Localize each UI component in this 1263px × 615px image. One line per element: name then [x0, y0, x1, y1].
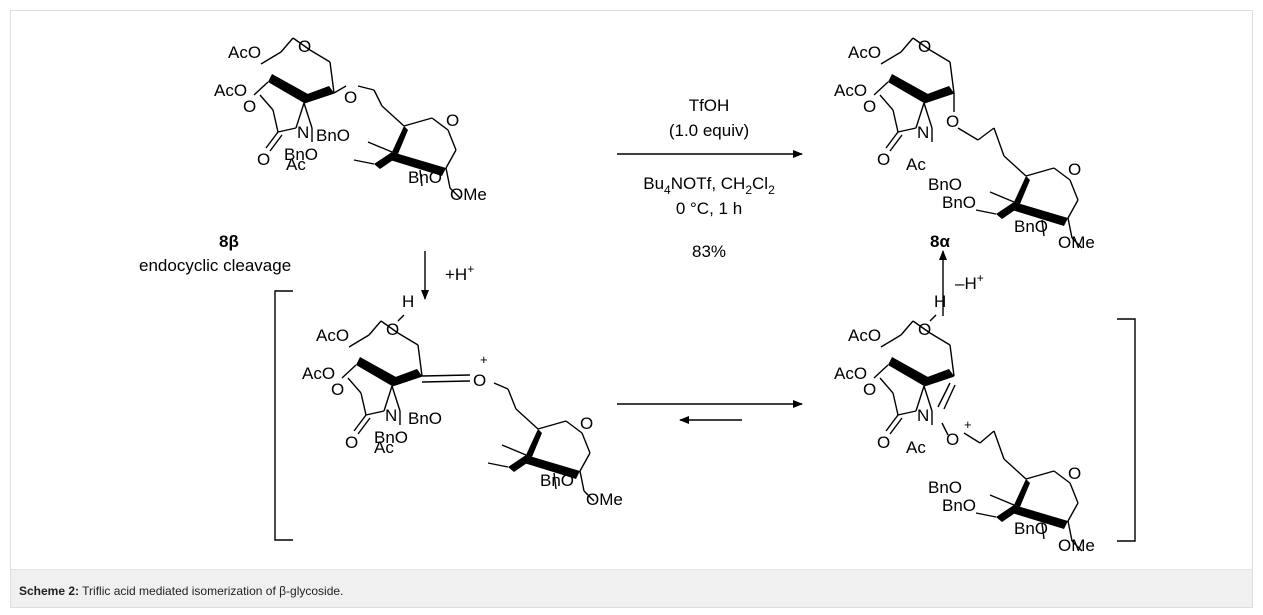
- label-ac: Ac: [906, 155, 926, 174]
- label-carbonyl-o: O: [345, 433, 358, 452]
- label-oxonium-o: O: [946, 430, 959, 449]
- label-o-hydroxyl: O: [918, 320, 931, 339]
- label-o-acceptor: O: [1068, 464, 1081, 483]
- label-aco-6: AcO: [228, 43, 261, 62]
- yield-label: 83%: [692, 242, 726, 261]
- label-n: N: [917, 123, 929, 142]
- label-o-ring: O: [863, 97, 876, 116]
- label-bno-3: BnO: [942, 496, 976, 515]
- side-note-endocyclic: endocyclic cleavage: [139, 256, 291, 275]
- label-bno-2: BnO: [408, 168, 442, 187]
- bracket-right: [1117, 318, 1136, 542]
- label-bno-2: BnO: [1014, 519, 1048, 538]
- caption-label: Scheme 2:: [19, 584, 80, 598]
- protonation-label: +H+: [445, 262, 474, 284]
- label-aco-6: AcO: [848, 326, 881, 345]
- conditions-line-2: 0 °C, 1 h: [676, 199, 742, 218]
- reagent-line-2: (1.0 equiv): [669, 121, 749, 140]
- label-aco-6: AcO: [316, 326, 349, 345]
- iminium-intermediate: AcO AcO O O N O Ac H O + BnO BnO O BnO O…: [834, 292, 1095, 555]
- label-bno-4: BnO: [928, 478, 962, 497]
- label-o-acceptor: O: [446, 111, 459, 130]
- label-ome: OMe: [586, 490, 623, 509]
- label-bno-2: BnO: [1014, 217, 1048, 236]
- label-ome: OMe: [1058, 233, 1095, 252]
- label-bno-4: BnO: [316, 126, 350, 145]
- compound-label-8-beta: 8β: [219, 232, 239, 251]
- label-o-pyranose: O: [298, 37, 311, 56]
- label-o-ring: O: [863, 380, 876, 399]
- label-bno-3: BnO: [374, 428, 408, 447]
- bracket-left: [274, 290, 293, 541]
- reagent-line-1: TfOH: [689, 96, 730, 115]
- label-aco-4: AcO: [834, 81, 867, 100]
- label-aco-4: AcO: [214, 81, 247, 100]
- reaction-scheme: AcO AcO O O N O Ac O BnO BnO O BnO OMe 8…: [139, 37, 1136, 555]
- compound-label-8-alpha: 8α: [930, 232, 950, 251]
- deprotonation-label: –H+: [955, 271, 984, 293]
- label-ome: OMe: [1058, 536, 1095, 555]
- label-o-acceptor: O: [580, 414, 593, 433]
- label-oxonium-o: O: [473, 371, 486, 390]
- oxocarbenium-intermediate: AcO AcO O O N O Ac H O + BnO BnO O BnO O…: [302, 292, 623, 509]
- label-glycosidic-o: O: [344, 88, 357, 107]
- label-ac: Ac: [374, 438, 394, 457]
- label-ac: Ac: [906, 438, 926, 457]
- label-carbonyl-o: O: [257, 150, 270, 169]
- label-aco-6: AcO: [848, 43, 881, 62]
- label-glycosidic-o: O: [946, 112, 959, 131]
- label-n: N: [385, 406, 397, 425]
- label-n: N: [297, 123, 309, 142]
- compound-8-beta: AcO AcO O O N O Ac O BnO BnO O BnO OMe: [214, 37, 487, 204]
- label-ome: OMe: [450, 185, 487, 204]
- label-aco-4: AcO: [834, 364, 867, 383]
- label-o-acceptor: O: [1068, 160, 1081, 179]
- label-ac: Ac: [286, 155, 306, 174]
- label-o-ring: O: [243, 97, 256, 116]
- label-h: H: [934, 292, 946, 311]
- label-o-hydroxyl: O: [386, 320, 399, 339]
- label-n: N: [917, 406, 929, 425]
- label-bno-2: BnO: [540, 471, 574, 490]
- figure-frame: [10, 10, 1253, 608]
- label-aco-4: AcO: [302, 364, 335, 383]
- label-plus-charge: +: [480, 352, 488, 367]
- label-bno-4: BnO: [928, 175, 962, 194]
- conditions-line-1: Bu4NOTf, CH2Cl2: [643, 174, 775, 197]
- label-plus-charge: +: [964, 417, 972, 432]
- label-carbonyl-o: O: [877, 150, 890, 169]
- label-bno-3: BnO: [942, 193, 976, 212]
- label-o-ring: O: [331, 380, 344, 399]
- label-o-pyranose: O: [918, 37, 931, 56]
- label-carbonyl-o: O: [877, 433, 890, 452]
- label-bno-4: BnO: [408, 409, 442, 428]
- label-h: H: [402, 292, 414, 311]
- caption-text: Triflic acid mediated isomerization of β…: [82, 584, 344, 598]
- figure-caption: Scheme 2: Triflic acid mediated isomeriz…: [11, 569, 1252, 607]
- label-bno-3: BnO: [284, 145, 318, 164]
- compound-8-alpha: AcO AcO O O N O Ac O BnO BnO O BnO OMe: [834, 37, 1095, 252]
